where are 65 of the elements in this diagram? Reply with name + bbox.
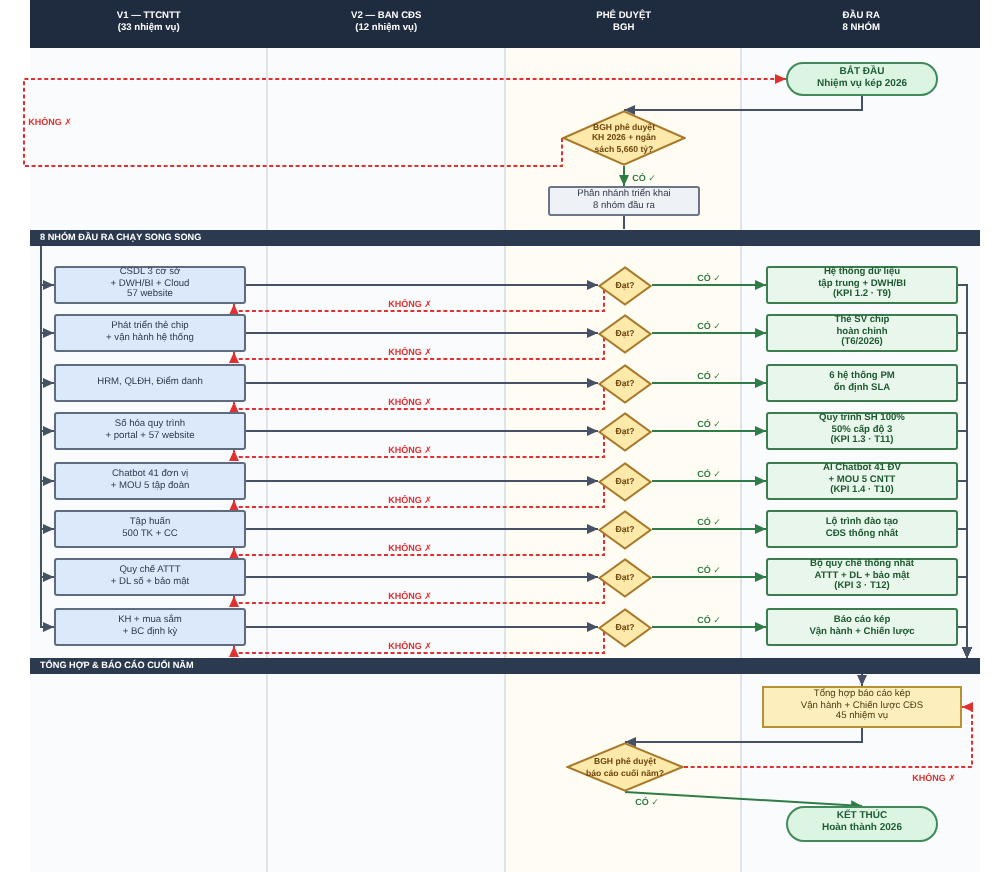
dashed-arrow [229,532,605,558]
arrow [651,426,767,436]
task-box [54,608,246,646]
arrow [245,524,599,534]
dashed-arrow [683,702,973,768]
connector-line [623,215,625,230]
decision-diamond [562,110,686,166]
arrow [857,673,867,687]
dashed-arrow [229,630,605,656]
output-box [766,608,958,646]
output-box [766,558,958,596]
arrow [623,95,863,115]
task-box [54,412,246,450]
dashed-arrow [23,74,787,167]
arrow [245,378,599,388]
header-bar [30,0,980,48]
dashed-arrow [229,580,605,606]
arrow [619,165,629,187]
arrow [651,524,767,534]
decision-diamond [598,265,652,305]
output-box [766,412,958,450]
dashed-arrow [229,434,605,460]
arrow [651,328,767,338]
task-box [54,510,246,548]
arrow [651,622,767,632]
arrow [245,426,599,436]
end-terminal [786,806,938,842]
decision-diamond [566,742,684,792]
arrow [624,727,863,747]
decision-diamond [598,313,652,353]
output-box [766,266,958,304]
arrow [245,622,599,632]
output-box [766,510,958,548]
start-terminal [786,62,938,96]
task-box [54,462,246,500]
decision-diamond [598,509,652,549]
arrow [245,476,599,486]
output-box [766,314,958,352]
task-box [54,314,246,352]
arrow [624,791,863,811]
dashed-arrow [229,288,605,314]
decision-diamond [598,363,652,403]
dashed-arrow [229,484,605,510]
arrow [651,378,767,388]
arrow [651,572,767,582]
arrow [957,626,972,659]
arrow [245,328,599,338]
output-box [766,462,958,500]
decision-diamond [598,607,652,647]
arrow [651,476,767,486]
decision-diamond [598,411,652,451]
process-box [548,186,700,216]
decision-diamond [598,557,652,597]
task-box [54,364,246,402]
output-box [766,364,958,402]
arrow [245,280,599,290]
task-box [54,558,246,596]
section-band [30,658,980,674]
arrow [651,280,767,290]
task-box [54,266,246,304]
summary-box [762,686,962,728]
arrow [245,572,599,582]
dashed-arrow [229,336,605,362]
dashed-arrow [229,386,605,412]
decision-diamond [598,461,652,501]
